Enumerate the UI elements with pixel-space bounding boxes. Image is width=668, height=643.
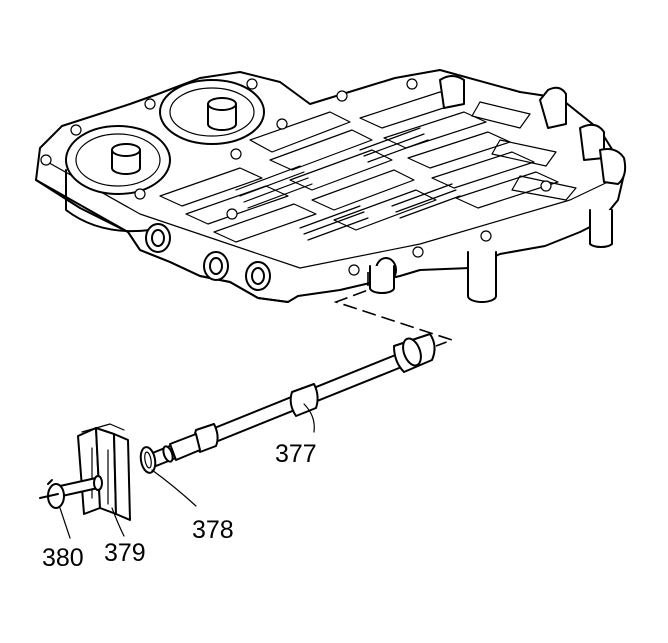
leader-380 — [59, 507, 71, 539]
clip-380 — [39, 479, 65, 509]
callout-379: 379 — [104, 539, 146, 567]
locator-dashed-line — [333, 272, 455, 347]
seal-378 — [139, 446, 157, 474]
callout-378: 378 — [192, 516, 234, 544]
retainer-379 — [59, 423, 131, 521]
callout-377: 377 — [275, 440, 317, 468]
leader-379 — [111, 507, 125, 537]
valve-body-casting — [35, 69, 627, 303]
leader-378 — [151, 469, 197, 507]
leader-377 — [303, 403, 315, 433]
callout-380: 380 — [42, 544, 84, 572]
